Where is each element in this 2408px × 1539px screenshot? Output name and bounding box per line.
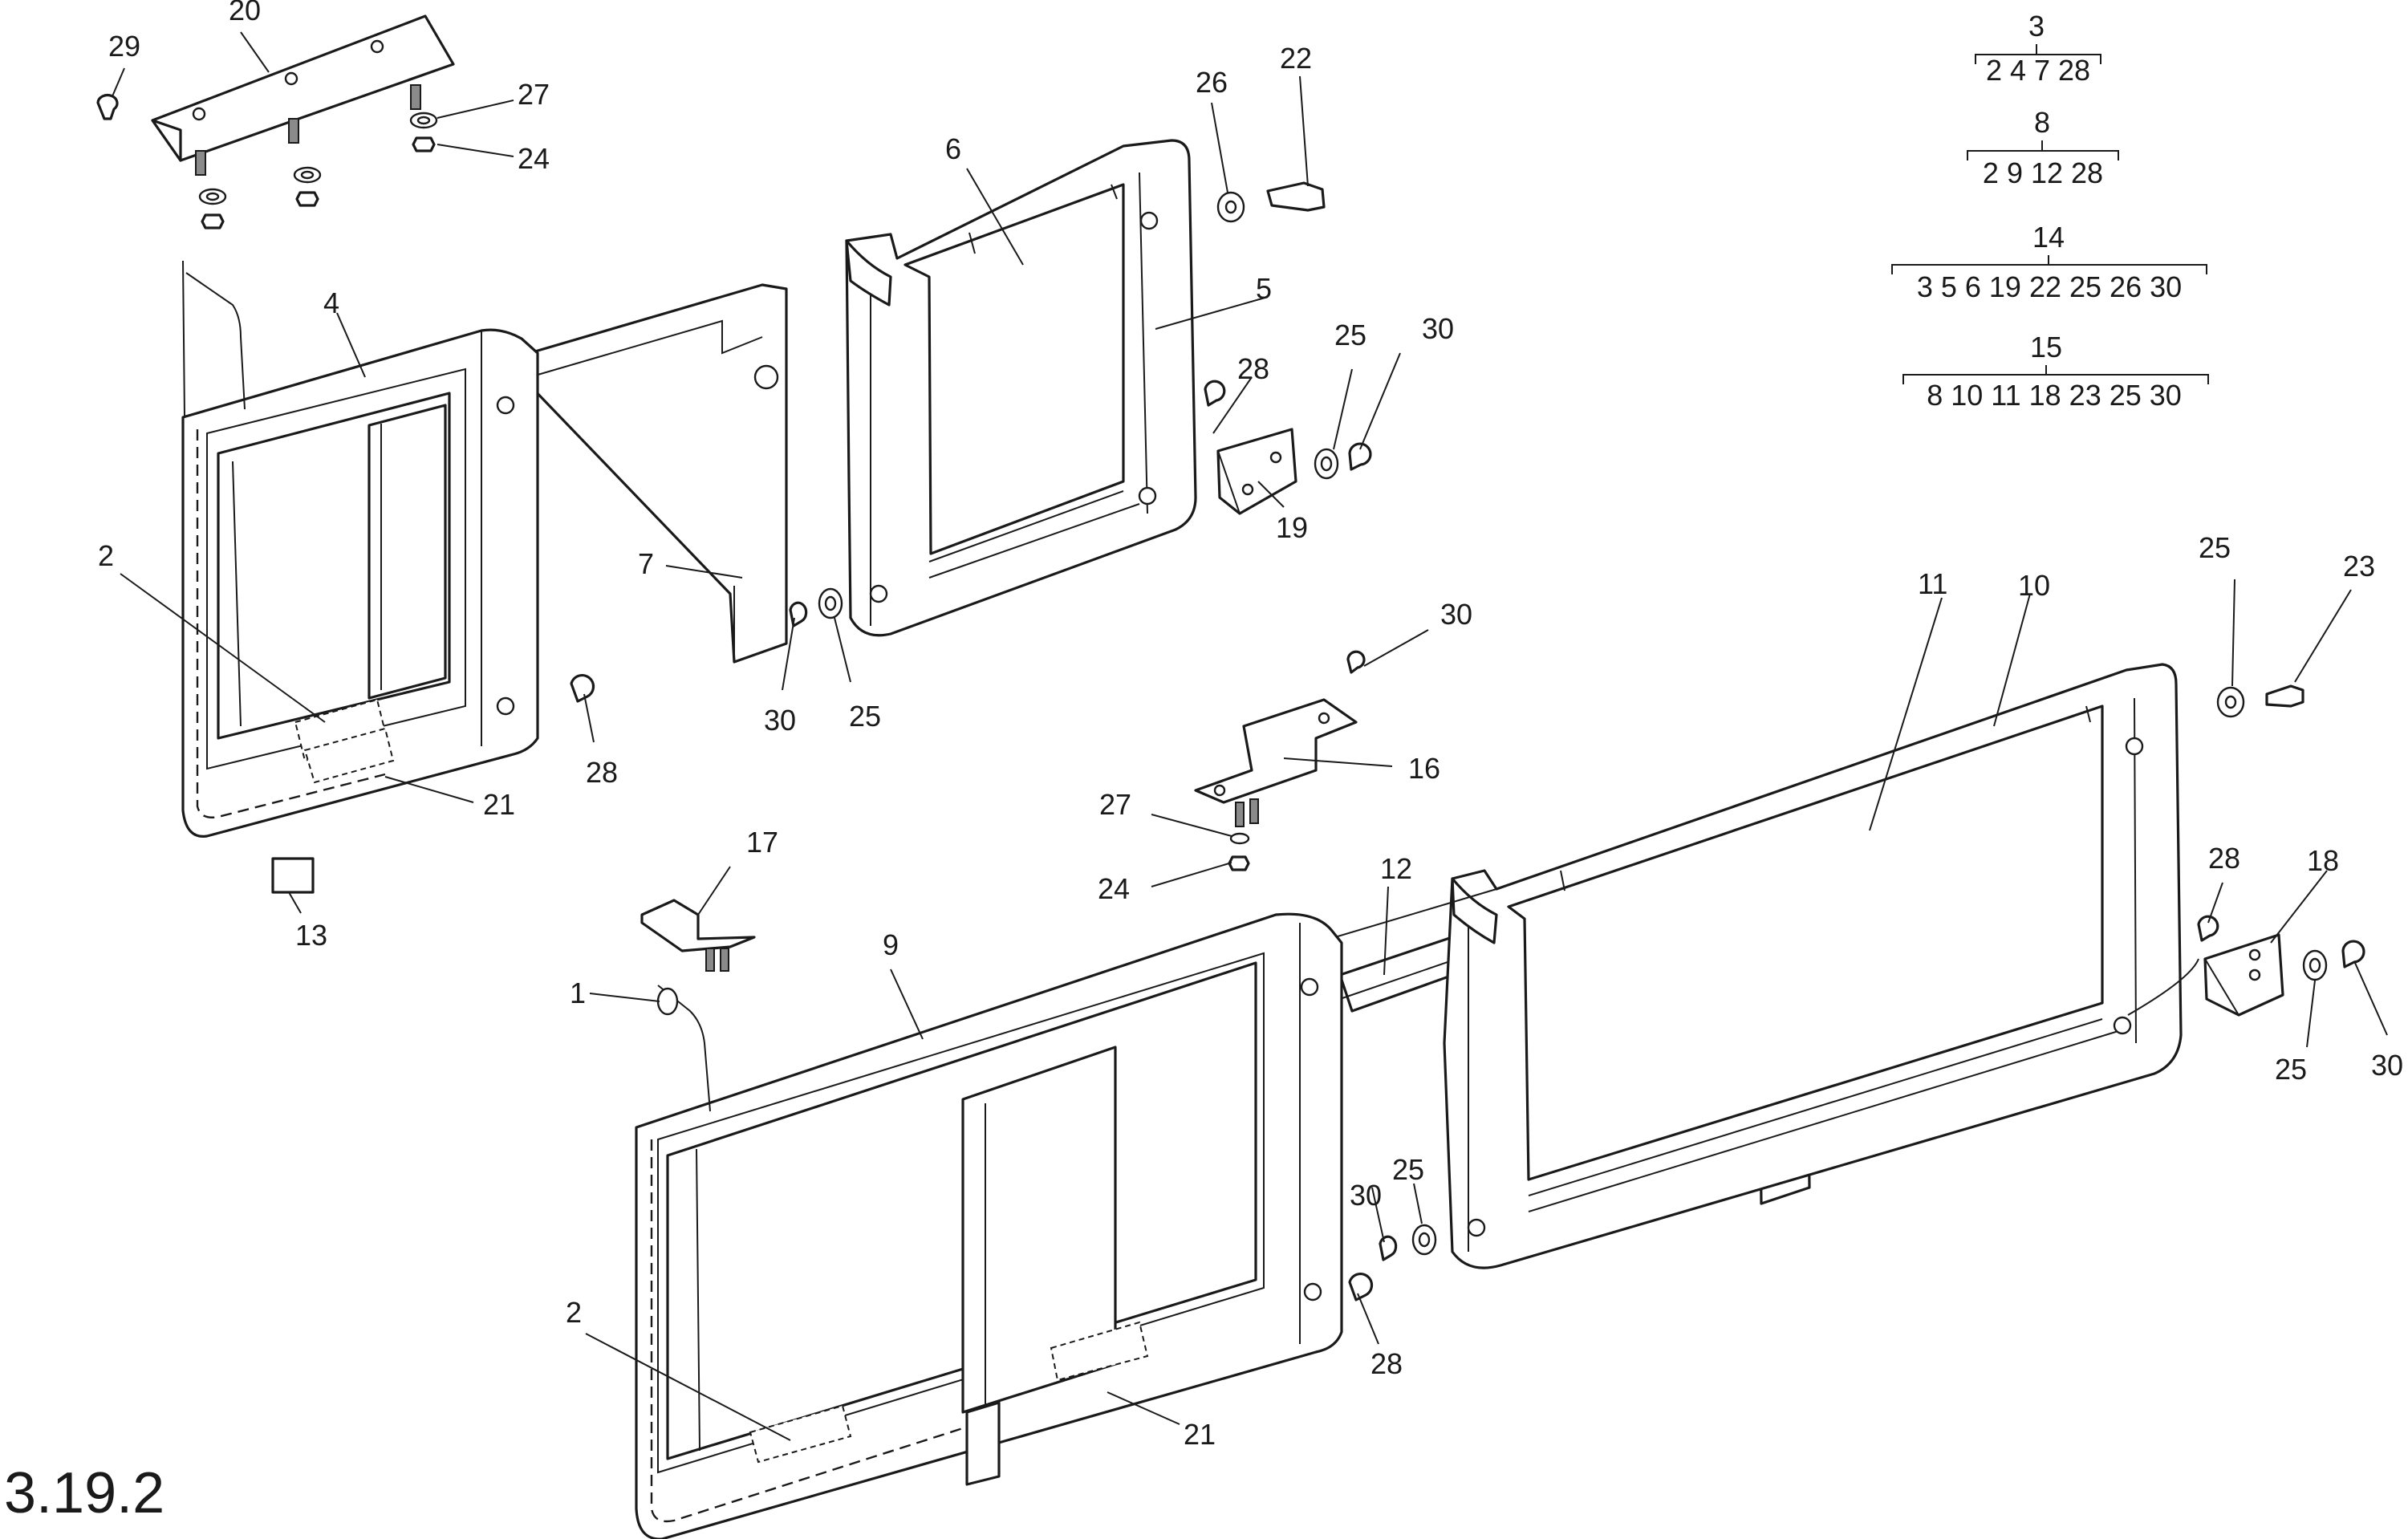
callout-30: 30 xyxy=(1422,312,1454,345)
cable-part-4 xyxy=(185,272,246,410)
callout-13: 13 xyxy=(295,919,327,952)
callout-6: 6 xyxy=(945,132,961,165)
callout-23: 23 xyxy=(2343,550,2375,583)
kit-legend: 3 2 4 7 28 8 2 9 12 28 14 3 5 6 19 22 25… xyxy=(1891,10,2209,412)
callout-18: 18 xyxy=(2307,844,2339,877)
callout-28: 28 xyxy=(586,756,618,789)
bracket-part-17 xyxy=(640,899,756,972)
callout-30: 30 xyxy=(1440,598,1472,631)
door-frame-part-4 xyxy=(181,260,539,838)
door-frame-part-9 xyxy=(635,912,1343,1539)
callout-29: 29 xyxy=(108,30,140,63)
kit-items: 2 9 12 28 xyxy=(1983,156,2103,189)
fastener-group-center-left xyxy=(271,587,843,894)
callout-2: 2 xyxy=(566,1296,582,1329)
kit-3: 3 2 4 7 28 xyxy=(1975,10,2101,87)
kit-parent: 8 xyxy=(2034,106,2050,139)
callout-28: 28 xyxy=(1370,1347,1403,1380)
callout-25: 25 xyxy=(2199,531,2231,564)
callout-7: 7 xyxy=(638,547,654,580)
callout-30: 30 xyxy=(2371,1049,2403,1082)
callout-12: 12 xyxy=(1380,852,1412,885)
callout-30: 30 xyxy=(1350,1179,1382,1212)
callout-30: 30 xyxy=(764,704,796,737)
kit-15: 15 8 10 11 18 23 25 30 xyxy=(1902,331,2209,412)
kit-items: 3 5 6 19 22 25 26 30 xyxy=(1917,270,2182,303)
fastener-group-lower-center xyxy=(1348,1224,1437,1301)
fastener-group-top-center xyxy=(1204,181,1372,480)
kit-parent: 3 xyxy=(2028,10,2045,43)
callout-10: 10 xyxy=(2018,569,2050,602)
bracket-part-20 xyxy=(151,14,455,176)
callout-28: 28 xyxy=(1237,352,1269,385)
callout-16: 16 xyxy=(1408,752,1440,785)
callout-25: 25 xyxy=(849,700,881,733)
cable-part-1 xyxy=(657,985,711,1112)
callout-26: 26 xyxy=(1196,66,1228,99)
hinge-panel-part-10 xyxy=(1275,663,2183,1269)
callout-24: 24 xyxy=(1098,872,1130,905)
callout-21: 21 xyxy=(1184,1418,1216,1451)
callout-4: 4 xyxy=(323,286,339,319)
bracket-part-16 xyxy=(1194,650,1366,871)
bracket-part-18 xyxy=(2203,933,2284,1017)
figure-number: 3.19.2 xyxy=(4,1461,164,1525)
fastener-group-top-left xyxy=(96,94,438,229)
grommet-part-1 xyxy=(656,987,679,1016)
callout-24: 24 xyxy=(518,142,550,175)
callout-25: 25 xyxy=(2275,1053,2307,1086)
kit-parent: 15 xyxy=(2030,331,2062,363)
callout-19: 19 xyxy=(1276,511,1308,544)
kit-items: 2 4 7 28 xyxy=(1986,54,2090,87)
callout-11: 11 xyxy=(1918,567,1947,600)
callout-9: 9 xyxy=(883,928,899,961)
fastener-group-right xyxy=(2197,684,2365,981)
callout-17: 17 xyxy=(746,826,778,859)
callout-20: 20 xyxy=(229,0,261,26)
callout-2: 2 xyxy=(98,539,114,572)
bracket-part-19 xyxy=(1216,428,1297,515)
leader-lines xyxy=(112,31,2388,1441)
kit-8: 8 2 9 12 28 xyxy=(1967,106,2119,189)
callout-27: 27 xyxy=(1099,788,1131,821)
frame-part-7 xyxy=(528,283,788,664)
callout-labels: 29 20 27 24 26 22 6 5 4 28 25 30 19 2 7 … xyxy=(98,0,2403,1451)
callout-22: 22 xyxy=(1280,42,1312,75)
callout-25: 25 xyxy=(1392,1153,1424,1186)
callout-5: 5 xyxy=(1256,272,1272,305)
callout-1: 1 xyxy=(570,977,586,1009)
callout-27: 27 xyxy=(518,78,550,111)
callout-28: 28 xyxy=(2208,842,2240,875)
hinge-panel-part-5 xyxy=(845,139,1197,637)
kit-items: 8 10 11 18 23 25 30 xyxy=(1927,379,2182,412)
kit-parent: 14 xyxy=(2032,221,2065,254)
callout-21: 21 xyxy=(483,788,515,821)
callout-25: 25 xyxy=(1334,319,1366,351)
kit-14: 14 3 5 6 19 22 25 26 30 xyxy=(1891,221,2207,303)
